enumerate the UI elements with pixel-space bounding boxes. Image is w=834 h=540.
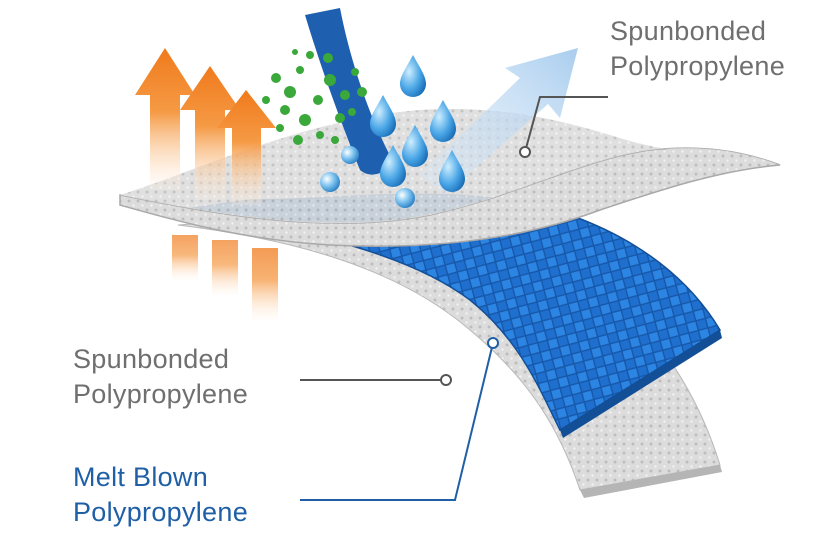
label-top-line2: Polypropylene [610,51,786,81]
label-bottom-line1: Spunbonded [73,344,230,374]
label-melt-line1: Melt Blown [73,462,209,492]
heat-arrow-icon [135,48,276,205]
label-melt-blown: Melt Blown Polypropylene [73,460,248,530]
water-drop-icon [370,55,465,192]
label-bottom-spunbond: Spunbonded Polypropylene [73,342,248,412]
leader-lines [300,96,608,501]
label-top-spunbond: Spunbonded Polypropylene [610,14,785,84]
vapor-arrow-icon [420,48,578,195]
label-bottom-line2: Polypropylene [73,379,249,409]
bottom-layer-edge [580,465,722,498]
heat-arrows-lower [172,235,278,320]
particle-icon [262,49,367,145]
label-melt-line2: Polypropylene [73,497,249,527]
melt-blown-edge [560,330,722,438]
liquid-stream-icon [305,8,395,175]
leader-melt-blown [300,342,494,501]
leader-top [524,96,608,153]
label-top-line1: Spunbonded [610,16,767,46]
water-bead-icon [320,146,415,208]
